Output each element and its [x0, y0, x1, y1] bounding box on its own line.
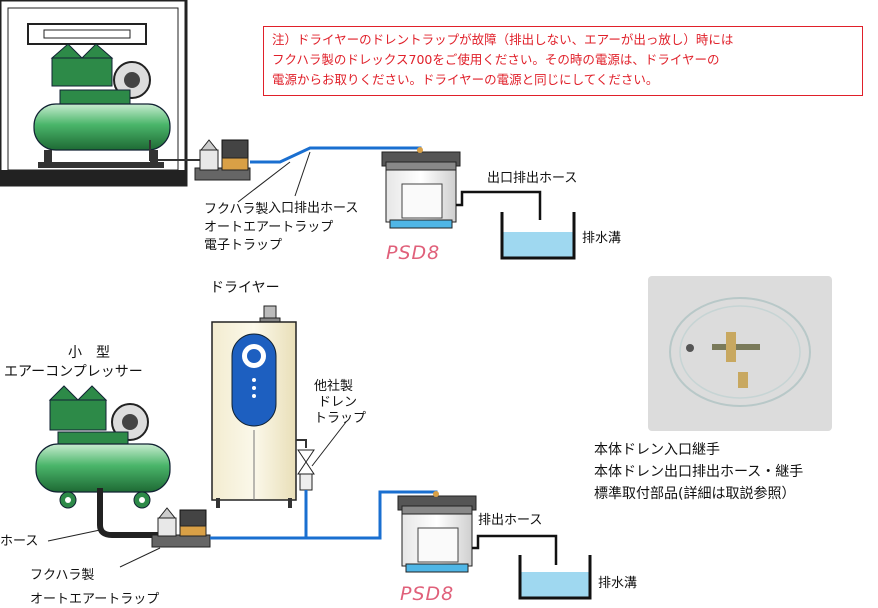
- compressor-size-label: 小 型: [68, 345, 110, 361]
- hose-label-bottom: ホース: [0, 534, 39, 549]
- auto-air-trap-bottom: [151, 507, 211, 548]
- note-line: 電源からお取りください。ドライヤーの電源と同じにしてください。: [272, 72, 659, 87]
- trap-maker-label-bottom: フクハラ製: [30, 568, 95, 583]
- psd8-label-top: PSD8: [386, 242, 441, 264]
- outlet-hose-top: [456, 190, 542, 220]
- compressor-drain-hose-bottom: [97, 488, 160, 538]
- drain-ditch-bottom: [518, 555, 592, 600]
- auto-air-trap-top: [194, 139, 251, 181]
- compressor-top: [33, 43, 171, 168]
- outlet-hose-bottom: [472, 534, 558, 565]
- other-trap-drain-label: ドレン: [318, 395, 358, 410]
- other-brand-drain-trap: [296, 439, 315, 491]
- dryer-title: ドライヤー: [210, 280, 280, 296]
- other-trap-trap-label: トラップ: [314, 411, 367, 426]
- psd8-label-bottom: PSD8: [400, 583, 455, 605]
- drain-ditch-top: [500, 212, 576, 260]
- note-line: フクハラ製のドレックス700をご使用ください。その時の電源は、ドライヤーの: [272, 52, 720, 67]
- trap-maker-label-top: フクハラ製: [204, 202, 269, 217]
- psd8-unit-top: [381, 147, 461, 229]
- outlet-hose-label-top: 出口排出ホース: [487, 171, 578, 186]
- trap-type-label-bottom: オートエアートラップ: [30, 592, 160, 607]
- inlet-hose-label-top: 入口排出ホース: [268, 201, 359, 216]
- caption-outlet-hose: 本体ドレン出口排出ホース・継手: [594, 464, 804, 480]
- compressor-title: エアーコンプレッサー: [4, 364, 143, 380]
- outlet-hose-label-bottom: 排出ホース: [478, 513, 543, 528]
- psd8-unit-bottom: [397, 491, 477, 573]
- trap-electronic-label-top: 電子トラップ: [204, 238, 283, 253]
- note-box: 注）ドライヤーのドレントラップが故障（排出しない、エアーが出っ放し）時には フク…: [263, 26, 863, 96]
- parts-photo-content: [669, 297, 811, 407]
- dryer-unit: [211, 305, 297, 508]
- other-trap-maker-label: 他社製: [314, 379, 354, 394]
- compressor-bottom: [35, 385, 171, 509]
- caption-standard-parts: 標準取付部品(詳細は取説参照）: [594, 486, 796, 502]
- compressor-drain-pipe-top: [149, 140, 200, 161]
- caption-inlet-fitting: 本体ドレン入口継手: [594, 442, 720, 458]
- drain-label-bottom: 排水溝: [598, 576, 638, 591]
- note-line: 注）ドライヤーのドレントラップが故障（排出しない、エアーが出っ放し）時には: [272, 32, 734, 47]
- trap-type-label-top: オートエアートラップ: [204, 220, 334, 235]
- drain-label-top: 排水溝: [582, 231, 622, 246]
